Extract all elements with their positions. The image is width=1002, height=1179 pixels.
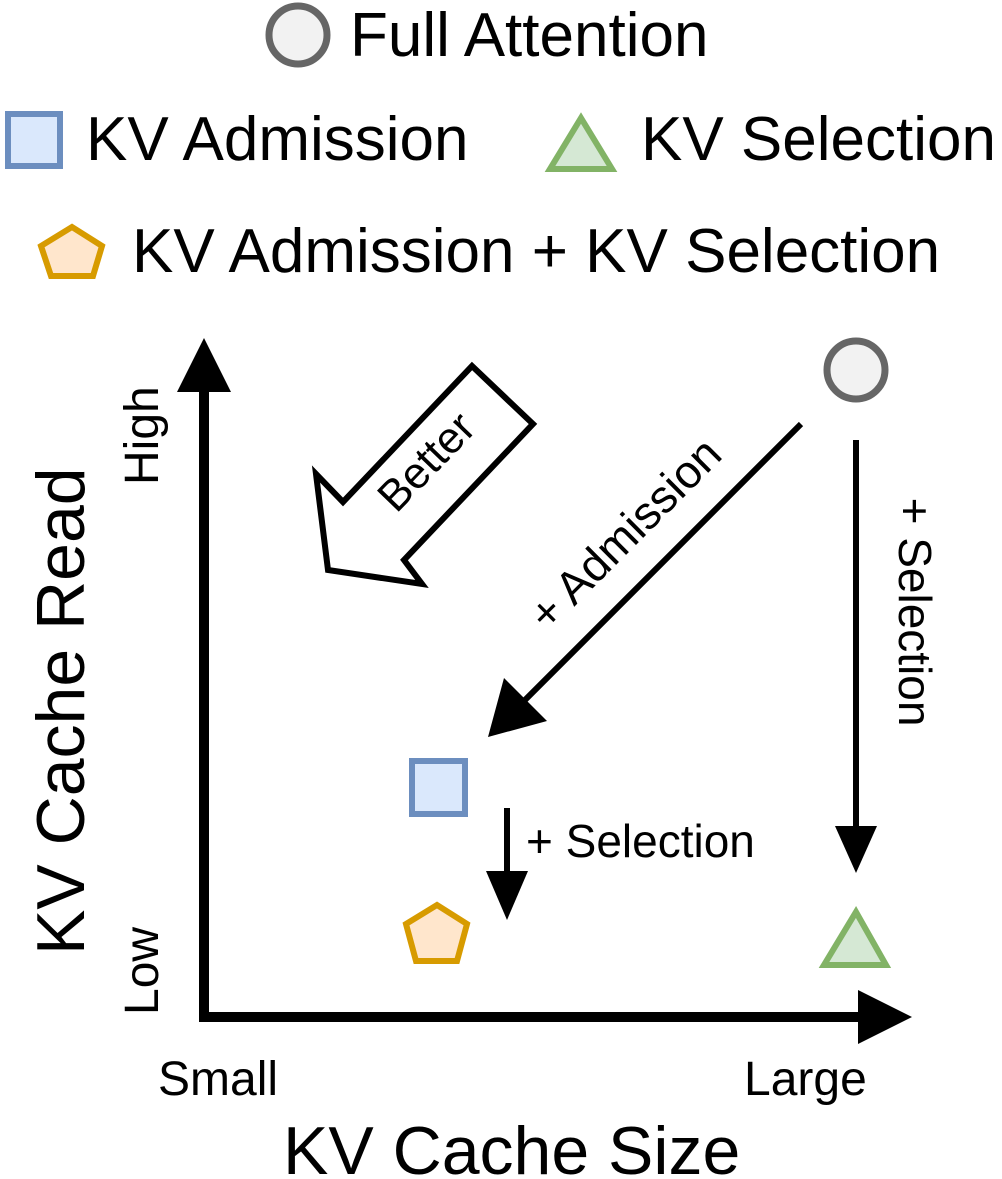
- legend-label-kv-selection: KV Selection: [641, 105, 996, 174]
- better-arrow-shape-icon: [311, 361, 538, 589]
- kv-admission-selection-point-icon: [402, 901, 471, 964]
- kv-admission-point-icon: [409, 758, 468, 817]
- transition-arrows: + Admission + Selection + Selection: [486, 421, 941, 920]
- full-attention-point-icon: [823, 337, 889, 403]
- legend-item-kv-selection: KV Selection: [544, 105, 996, 174]
- x-axis-high-label: Large: [744, 1053, 867, 1106]
- legend-item-kv-admission-selection: KV Admission + KV Selection: [37, 217, 940, 286]
- legend-item-full-attention: Full Attention: [265, 1, 708, 70]
- admission-arrow-label: + Admission: [518, 427, 731, 640]
- axes: Small Large Low High KV Cache Size KV Ca…: [23, 338, 912, 1179]
- selection-vertical-arrowhead-icon: [835, 826, 877, 873]
- admission-arrow-line: [511, 421, 804, 714]
- legend: Full Attention KV Admission KV Selection…: [5, 1, 996, 286]
- markers: [402, 337, 892, 968]
- legend-label-kv-admission-selection: KV Admission + KV Selection: [132, 217, 940, 286]
- selection-short-arrowhead-icon: [486, 871, 528, 920]
- kv-admission-selection-marker-icon: [37, 223, 106, 279]
- better-arrow: Better: [311, 361, 538, 589]
- selection-vertical-arrow-label: + Selection: [889, 498, 941, 727]
- kv-selection-marker-icon: [544, 112, 618, 172]
- admission-arrowhead-icon: [488, 678, 547, 737]
- y-axis-arrowhead-icon: [177, 338, 231, 392]
- legend-item-kv-admission: KV Admission: [5, 105, 469, 174]
- legend-label-kv-admission: KV Admission: [86, 105, 469, 174]
- y-axis-title: KV Cache Read: [23, 467, 99, 955]
- kv-selection-point-icon: [818, 906, 892, 968]
- y-axis-low-label: Low: [116, 927, 169, 1015]
- kv-admission-marker-icon: [5, 111, 63, 169]
- x-axis-arrowhead-icon: [858, 990, 912, 1044]
- x-axis-title: KV Cache Size: [283, 1113, 740, 1179]
- x-axis-low-label: Small: [158, 1053, 278, 1106]
- selection-short-arrow-label: + Selection: [526, 815, 755, 867]
- y-axis-high-label: High: [116, 386, 169, 485]
- full-attention-marker-icon: [265, 2, 331, 68]
- legend-label-full-attention: Full Attention: [350, 1, 708, 70]
